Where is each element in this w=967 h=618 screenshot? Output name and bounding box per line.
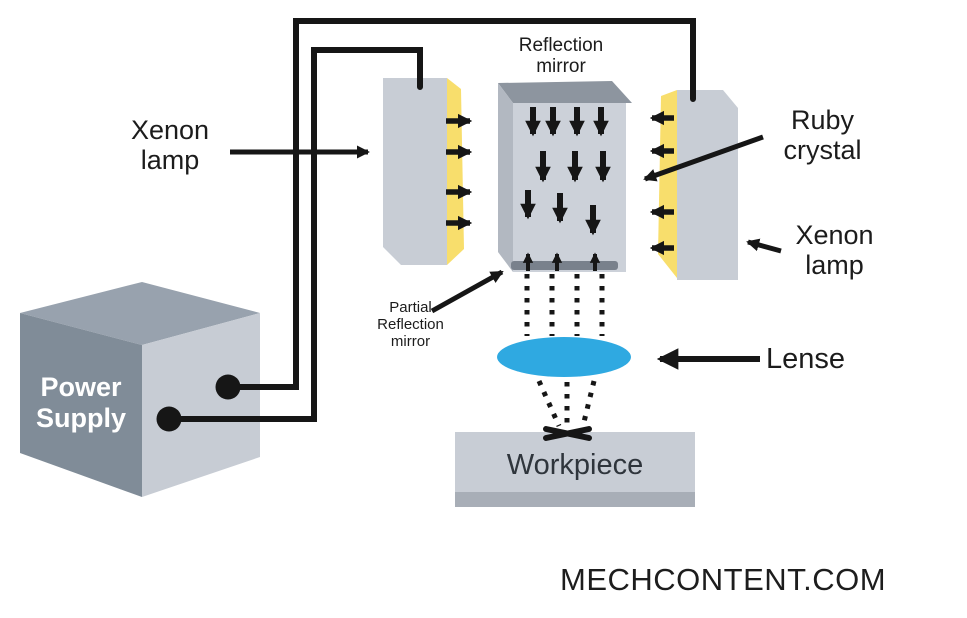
partial-reflection-mirror-bar	[511, 261, 618, 270]
power-terminal-lower	[156, 406, 182, 432]
xenon-right-pointer-arrow	[746, 238, 782, 254]
focal-point-mark	[543, 426, 592, 441]
lamp-right-body-face	[677, 90, 738, 280]
laser-beam-dotted	[524, 274, 605, 428]
lamp-right-glow-face	[658, 90, 677, 278]
crystal-upward-arrows	[522, 252, 601, 271]
crystal-front-face	[513, 103, 626, 272]
wire-to-right-lamp	[225, 18, 696, 390]
partial-mirror-pointer-arrow	[430, 269, 504, 314]
xenon-lamp-right-shape	[658, 90, 738, 280]
ruby-crystal-pointer-arrow	[643, 134, 764, 182]
watermark-text: MECHCONTENT.COM	[560, 562, 887, 597]
workpiece-label: Workpiece	[506, 449, 644, 481]
wire-to-left-lamp	[166, 47, 423, 422]
workpiece-body	[455, 432, 695, 492]
power-supply-shape	[20, 282, 260, 497]
power-terminal-upper	[215, 374, 241, 400]
reflection-mirror-label: Reflection mirror	[518, 35, 604, 78]
ruby-crystal-label: Ruby crystal	[783, 105, 862, 166]
lamp-right-light-arrows	[649, 110, 674, 256]
lamp-left-light-arrows	[446, 113, 473, 231]
reflection-mirror-face	[498, 81, 632, 103]
ruby-crystal-shape	[498, 81, 632, 272]
xenon-lamp-left-shape	[383, 78, 464, 265]
workpiece-shape	[455, 432, 695, 507]
lamp-left-glow-face	[447, 78, 464, 265]
partial-reflection-mirror-label: Partial Reflection mirror	[377, 299, 444, 350]
power-supply-left-face	[20, 313, 142, 497]
crystal-side-face	[498, 83, 513, 272]
power-supply-label: Power Supply	[35, 372, 126, 434]
xenon-lamp-right-label: Xenon lamp	[795, 220, 874, 281]
lense-label: Lense	[766, 343, 846, 375]
xenon-lamp-left-label: Xenon lamp	[130, 115, 210, 176]
power-supply-top-face	[20, 282, 260, 345]
lens-shape	[497, 337, 631, 377]
lamp-left-body-face	[383, 78, 447, 265]
workpiece-base	[455, 492, 695, 507]
power-wiring	[156, 18, 696, 432]
power-supply-right-face	[142, 313, 260, 497]
crystal-photon-arrows	[520, 107, 611, 236]
